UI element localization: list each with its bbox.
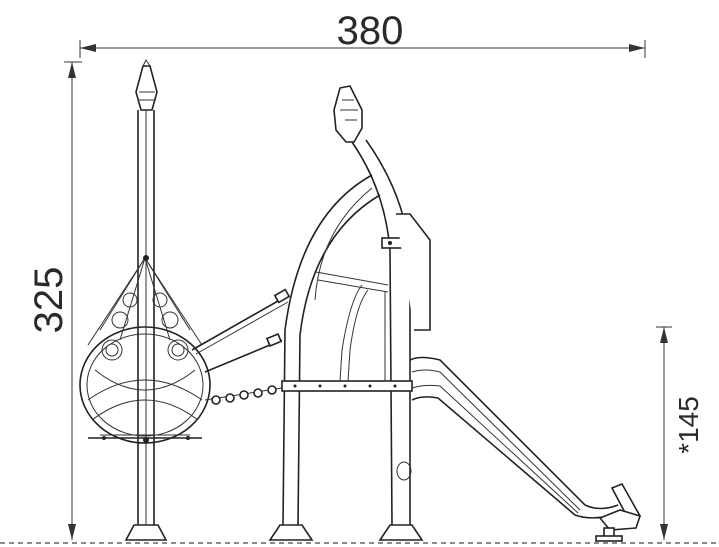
left-post xyxy=(124,59,168,541)
tower-frame xyxy=(268,85,431,541)
net-structure xyxy=(79,255,211,444)
connecting-ropes xyxy=(191,288,291,405)
height-label: 325 xyxy=(27,267,71,334)
platform-height-dimension: *145 xyxy=(656,326,704,540)
slide xyxy=(409,356,642,542)
height-dimension: 325 xyxy=(27,61,82,540)
width-dimension: 380 xyxy=(79,9,646,58)
width-label: 380 xyxy=(337,9,404,53)
platform-height-label: *145 xyxy=(673,396,704,454)
